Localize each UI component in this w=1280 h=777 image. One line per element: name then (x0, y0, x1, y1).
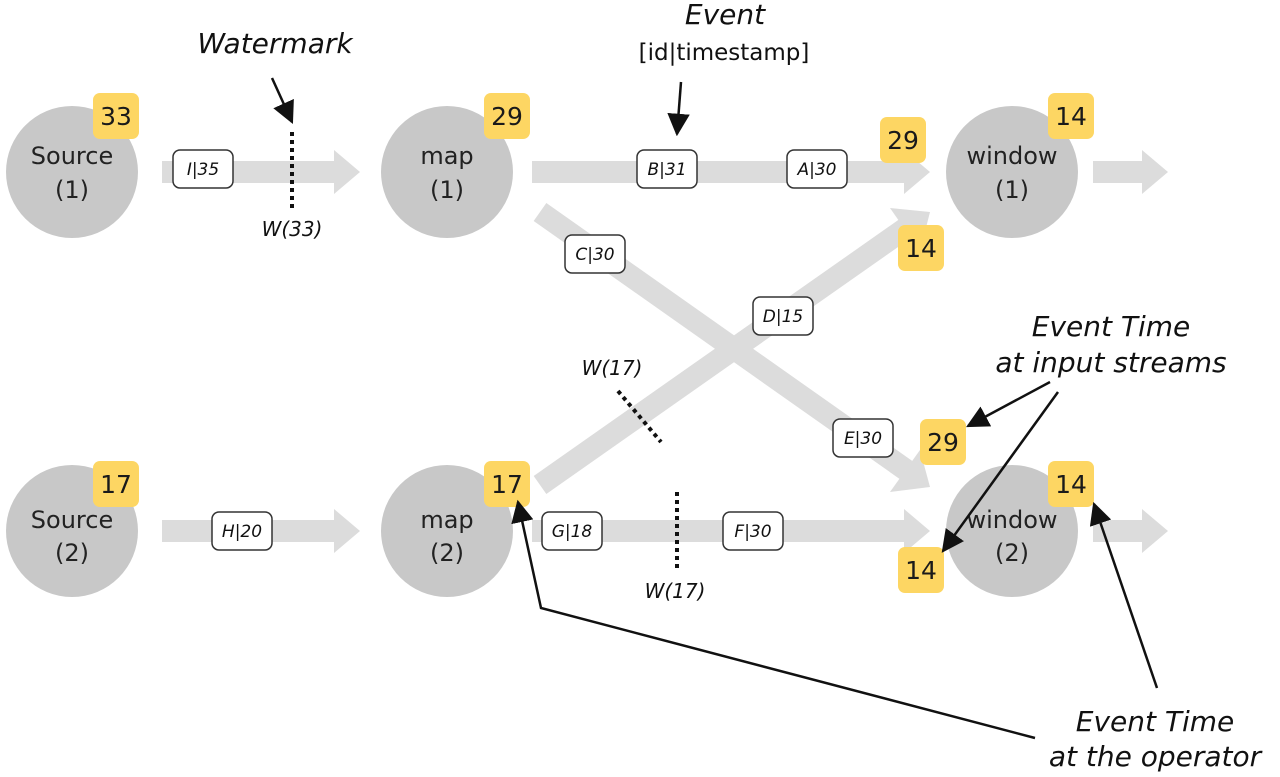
watermark-label: W(33) (262, 217, 323, 241)
node-label: map (420, 506, 473, 534)
event-d15: D|15 (752, 296, 814, 336)
node-index: (1) (430, 176, 464, 204)
event-annotation-title: Event (685, 0, 766, 31)
event-b31: B|31 (636, 149, 698, 189)
badge-value: 17 (491, 470, 523, 499)
event-label: C|30 (575, 245, 614, 265)
node-label: Source (31, 506, 113, 534)
event-label: D|15 (763, 307, 803, 327)
event-i35: I|35 (172, 149, 234, 189)
node-map-2: map (2) (381, 465, 513, 597)
event-label: E|30 (844, 429, 882, 449)
node-label: map (420, 142, 473, 170)
badge-window-2: 14 (1048, 461, 1094, 507)
event-g18: G|18 (541, 511, 603, 551)
event-label: B|31 (647, 160, 686, 180)
node-window-1: window (1) (946, 106, 1078, 238)
badge-window2-input-cross: 29 (920, 419, 966, 465)
watermark-label: W(17) (645, 579, 706, 603)
badge-map-2: 17 (484, 461, 530, 507)
event-label: G|18 (552, 522, 593, 542)
stream-window1-out (1093, 150, 1168, 194)
event-f30: F|30 (722, 511, 784, 551)
badge-map-1: 29 (484, 93, 530, 139)
watermark-label: W(17) (582, 356, 643, 380)
annotation-pointers (270, 77, 1159, 740)
event-c30: C|30 (564, 234, 626, 274)
badge-value: 17 (100, 470, 132, 499)
badge-value: 29 (491, 102, 523, 131)
watermark-w17-bottom: W(17) (645, 492, 706, 603)
badge-value: 14 (905, 556, 937, 585)
event-e30: E|30 (832, 418, 894, 458)
operator-annotation-line1: Event Time (1076, 705, 1235, 738)
badge-window1-input-top: 29 (880, 117, 926, 163)
event-label: H|20 (222, 522, 262, 542)
badge-value: 29 (887, 126, 919, 155)
badge-window1-input-cross: 14 (898, 225, 944, 271)
operator-annotation-line2: at the operator (1049, 740, 1263, 773)
stream-map1-window1 (532, 150, 930, 194)
input-streams-annotation-line2: at input streams (995, 346, 1226, 379)
badge-value: 29 (927, 428, 959, 457)
node-index: (2) (55, 539, 89, 567)
node-index: (1) (995, 176, 1029, 204)
event-a30: A|30 (786, 149, 848, 189)
node-map-1: map (1) (381, 106, 513, 238)
event-label: F|30 (734, 522, 771, 542)
badge-value: 33 (100, 102, 132, 131)
event-label: I|35 (187, 160, 219, 180)
node-index: (2) (430, 539, 464, 567)
watermark-w17-cross: W(17) (582, 356, 663, 444)
event-label: A|30 (797, 160, 837, 180)
node-window-2: window (2) (946, 465, 1078, 597)
watermark-annotation: Watermark (197, 27, 354, 60)
badge-window2-input-bottom: 14 (898, 547, 944, 593)
node-index: (1) (55, 176, 89, 204)
input-streams-annotation-line1: Event Time (1032, 310, 1191, 343)
badge-source-2: 17 (93, 461, 139, 507)
watermark-w33: W(33) (262, 132, 323, 241)
node-index: (2) (995, 539, 1029, 567)
node-label: window (966, 142, 1057, 170)
badge-window-1: 14 (1048, 93, 1094, 139)
badge-value: 14 (1055, 470, 1087, 499)
node-label: window (966, 506, 1057, 534)
badge-value: 14 (905, 234, 937, 263)
event-annotation-format: [id|timestamp] (639, 40, 810, 66)
badge-source-1: 33 (93, 93, 139, 139)
stream-window2-out (1093, 509, 1168, 553)
badge-value: 14 (1055, 102, 1087, 131)
node-label: Source (31, 142, 113, 170)
event-h20: H|20 (211, 511, 273, 551)
